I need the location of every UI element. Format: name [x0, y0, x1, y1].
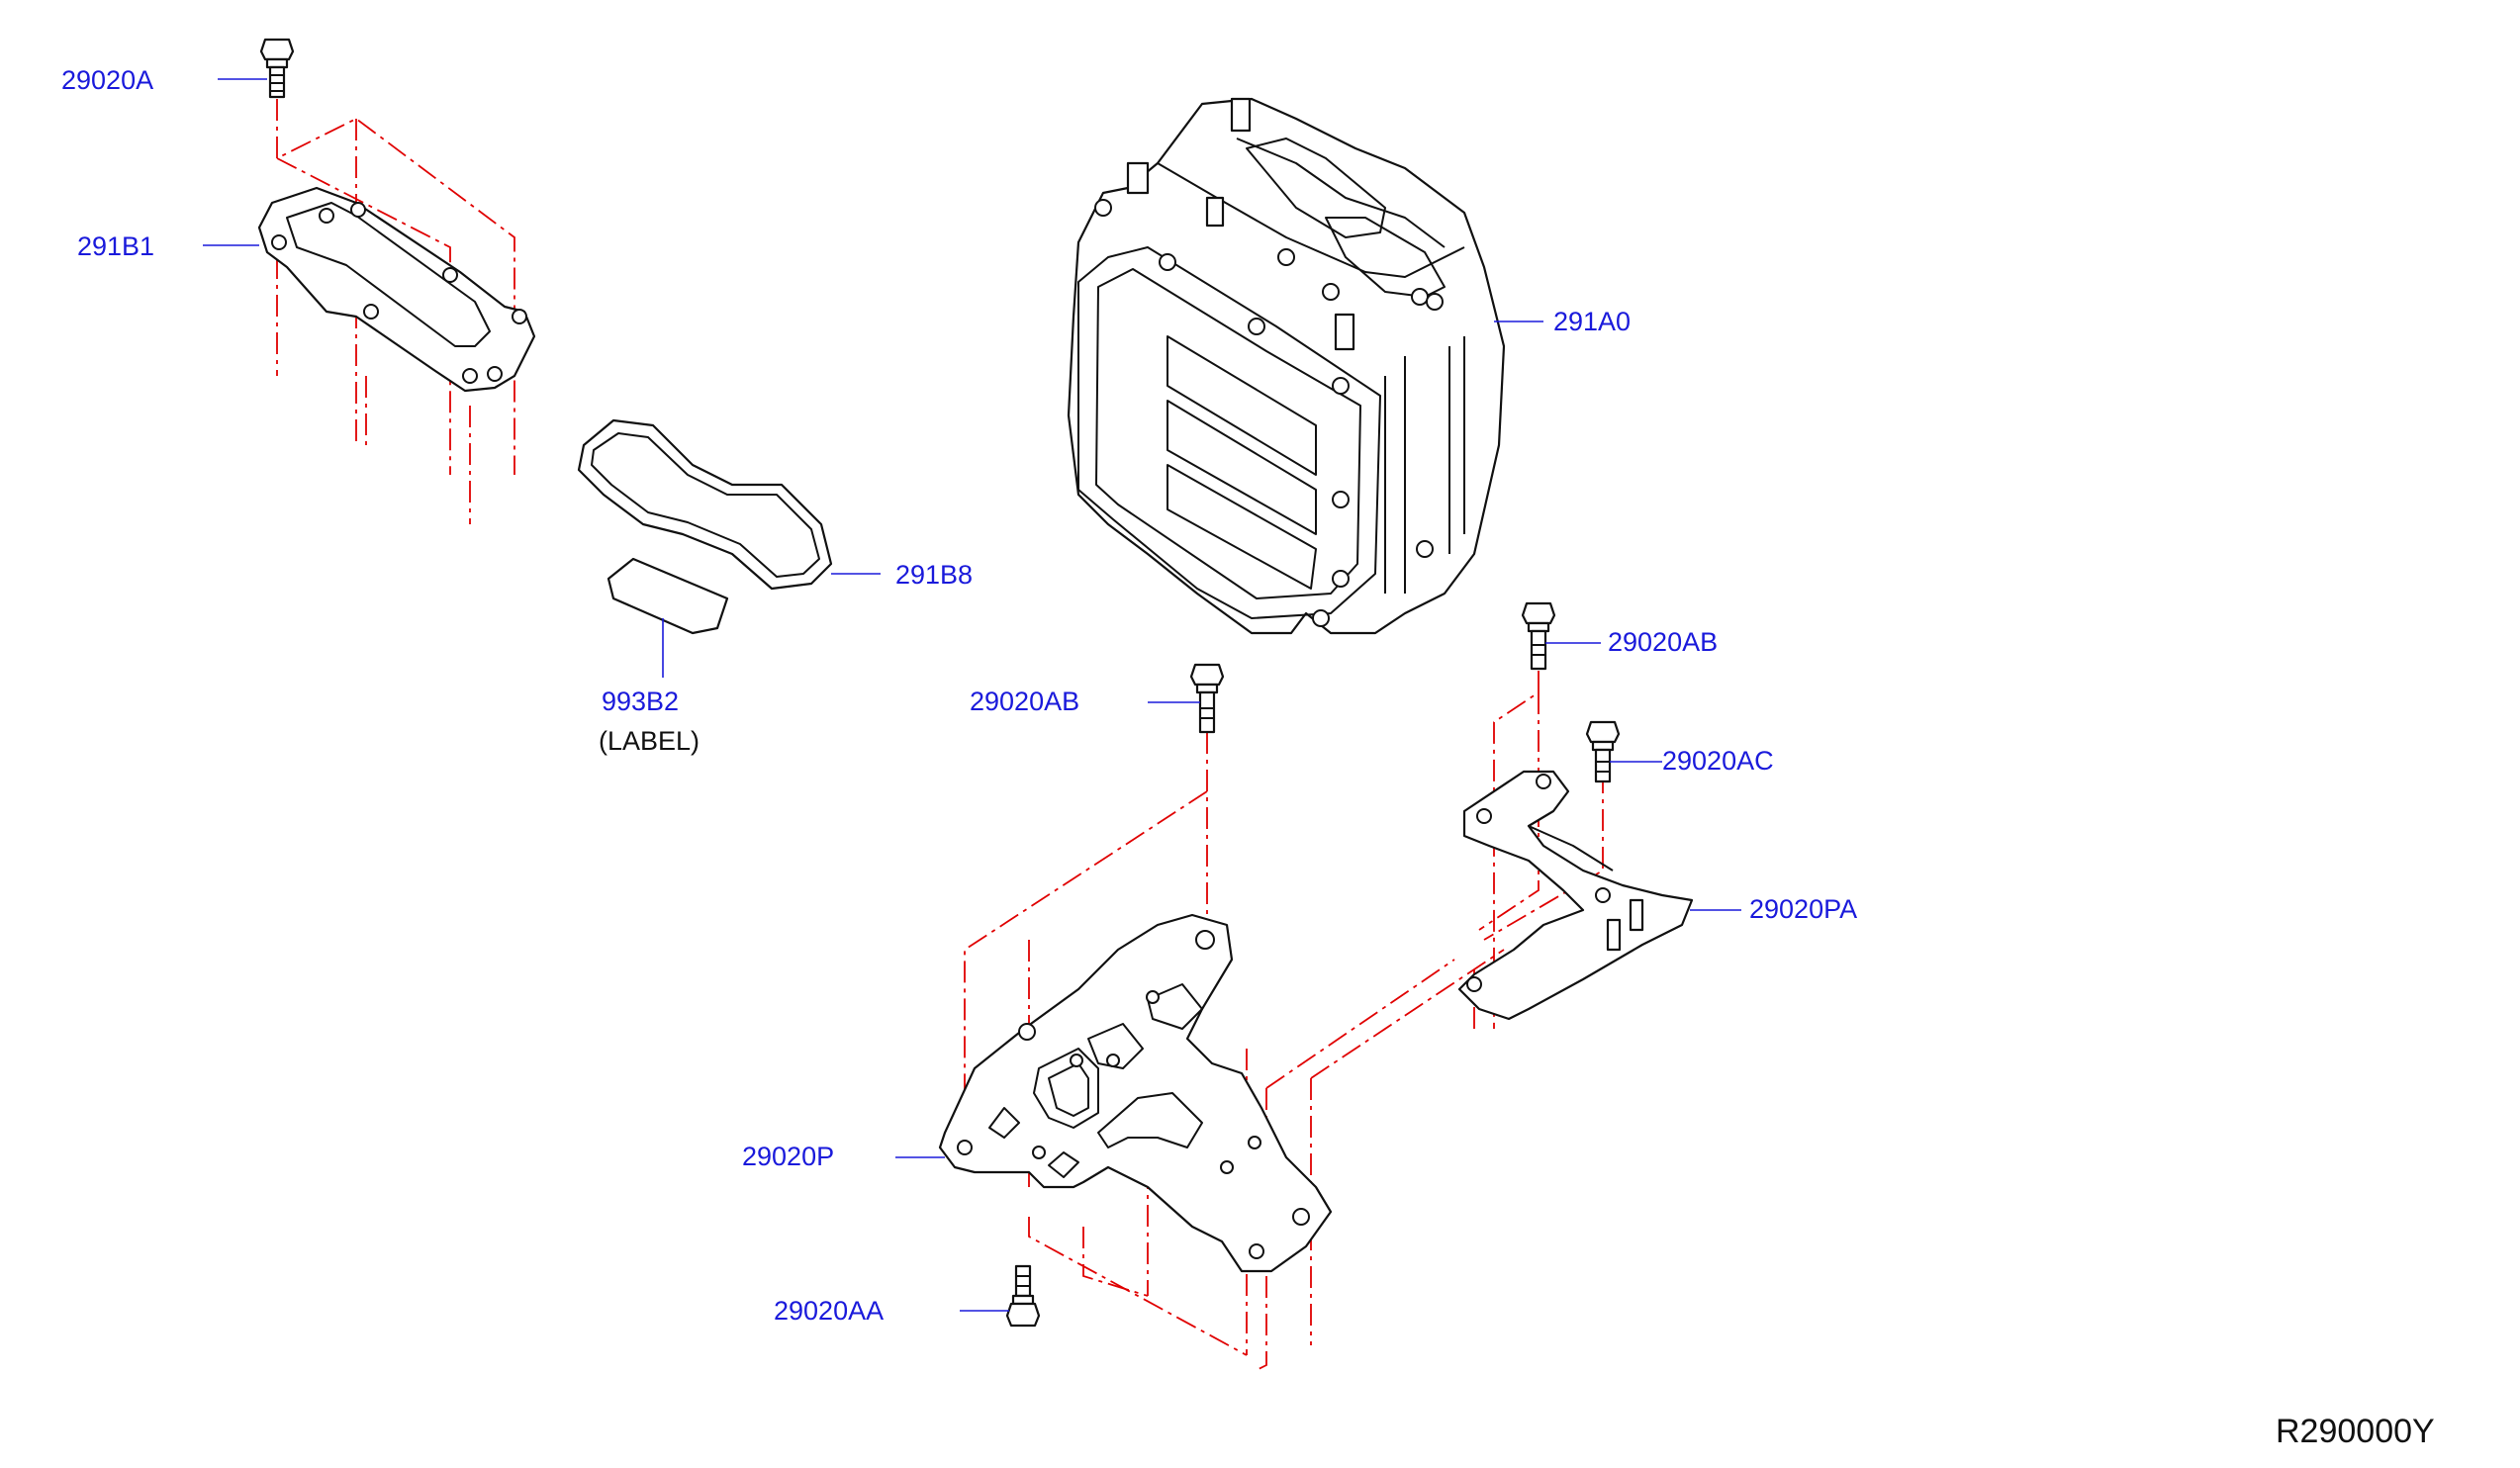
callout-993B2-note: (LABEL) — [599, 726, 700, 756]
callout-29020AC[interactable]: 29020AC — [1662, 746, 1774, 776]
callout-29020P[interactable]: 29020P — [742, 1142, 834, 1171]
callout-labels: 29020A 291B1 291A0 291B8 993B2 (LABEL) 2… — [61, 65, 1857, 1326]
bolt-29020A — [259, 38, 295, 99]
control-unit-291A0 — [1067, 97, 1506, 635]
callout-291B1[interactable]: 291B1 — [77, 231, 154, 261]
bolt-29020AB-left — [1189, 663, 1225, 734]
callout-291B8[interactable]: 291B8 — [895, 560, 973, 590]
callout-29020A[interactable]: 29020A — [61, 65, 153, 95]
callout-29020AA[interactable]: 29020AA — [774, 1296, 884, 1326]
bracket-29020PA — [1457, 770, 1694, 1021]
callout-993B2[interactable]: 993B2 — [602, 687, 679, 716]
bolt-29020AC — [1585, 720, 1621, 783]
callout-29020AB-right[interactable]: 29020AB — [1608, 627, 1718, 657]
callout-29020AB-left[interactable]: 29020AB — [970, 687, 1079, 716]
bracket-29020P — [938, 913, 1333, 1273]
gasket-291B8 — [577, 418, 833, 591]
callout-291A0[interactable]: 291A0 — [1553, 307, 1631, 336]
bolt-29020AA — [1005, 1264, 1041, 1328]
diagram-reference-code: R290000Y — [2276, 1413, 2435, 1450]
callout-29020PA[interactable]: 29020PA — [1749, 894, 1857, 924]
cover-plate-291B1 — [257, 186, 536, 393]
callout-leaders — [203, 78, 1741, 1312]
bolt-29020AB-right — [1521, 601, 1556, 671]
label-993B2 — [607, 557, 729, 635]
